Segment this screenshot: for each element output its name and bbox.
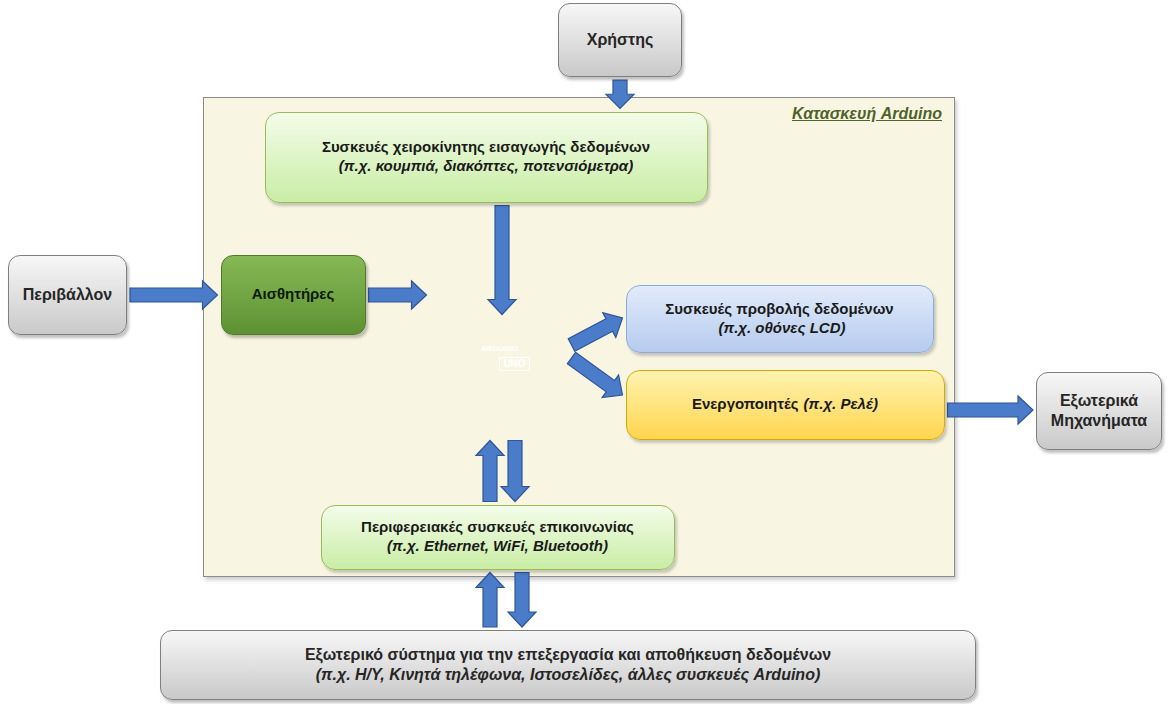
node-label: Συσκευές χειροκίνητης εισαγωγής δεδομένω… [322, 138, 650, 157]
node-label: ARDUINO [481, 344, 518, 354]
block-arrow [130, 281, 218, 309]
node-label: Εξωτερικά Μηχανήματα [1045, 391, 1153, 431]
communication-peripherals-box: Περιφερειακές συσκευές επικοινωνίας(π.χ.… [321, 505, 675, 570]
node-sublabel: (π.χ. Η/Υ, Κινητά τηλέφωνα, Ιστοσελίδες,… [316, 665, 820, 685]
node-label: Περιβάλλον [23, 285, 112, 305]
block-arrow [488, 206, 516, 315]
node-sublabel: (π.χ. οθόνες LCD) [718, 319, 845, 338]
block-arrow [606, 80, 634, 109]
block-arrow [369, 281, 427, 309]
manual-input-box: Συσκευές χειροκίνητης εισαγωγής δεδομένω… [265, 112, 708, 203]
block-arrow [568, 313, 622, 352]
sensors-box: Αισθητήρες [221, 255, 366, 335]
node-sublabel: UNO [499, 357, 529, 371]
user-box: Χρήστης [558, 3, 682, 77]
node-label: Περιφερειακές συσκευές επικοινωνίας [361, 518, 634, 537]
block-arrow [567, 352, 622, 397]
arduino-board: ARDUINO UNO [430, 318, 570, 438]
external-machines-box: Εξωτερικά Μηχανήματα [1036, 372, 1162, 450]
node-label: Ενεργοποιητές [692, 395, 799, 414]
node-label: Χρήστης [587, 30, 654, 50]
block-arrow [476, 573, 504, 628]
block-arrow [501, 441, 529, 502]
block-arrow [508, 573, 536, 628]
node-sublabel: (π.χ. Ρελέ) [804, 395, 879, 414]
environment-box: Περιβάλλον [8, 255, 127, 335]
actuators-box: Ενεργοποιητές (π.χ. Ρελέ) [626, 370, 945, 440]
node-label: Εξωτερικό σύστημα για την επεξεργασία κα… [305, 645, 831, 665]
node-label: Συσκευές προβολής δεδομένων [665, 300, 893, 319]
block-arrow [948, 396, 1034, 424]
block-arrow [476, 441, 504, 502]
arduino-construction-region: Κατασκευή ArduinoΣυσκευές χειροκίνητης ε… [203, 97, 955, 577]
node-sublabel: (π.χ. κουμπιά, διακόπτες, ποτενσιόμετρα) [339, 157, 633, 176]
display-devices-box: Συσκευές προβολής δεδομένων(π.χ. οθόνες … [626, 285, 934, 353]
external-system-box: Εξωτερικό σύστημα για την επεξεργασία κα… [160, 630, 976, 700]
node-sublabel: (π.χ. Ethernet, WiFi, Bluetooth) [387, 537, 608, 556]
node-label: Αισθητήρες [252, 285, 335, 304]
